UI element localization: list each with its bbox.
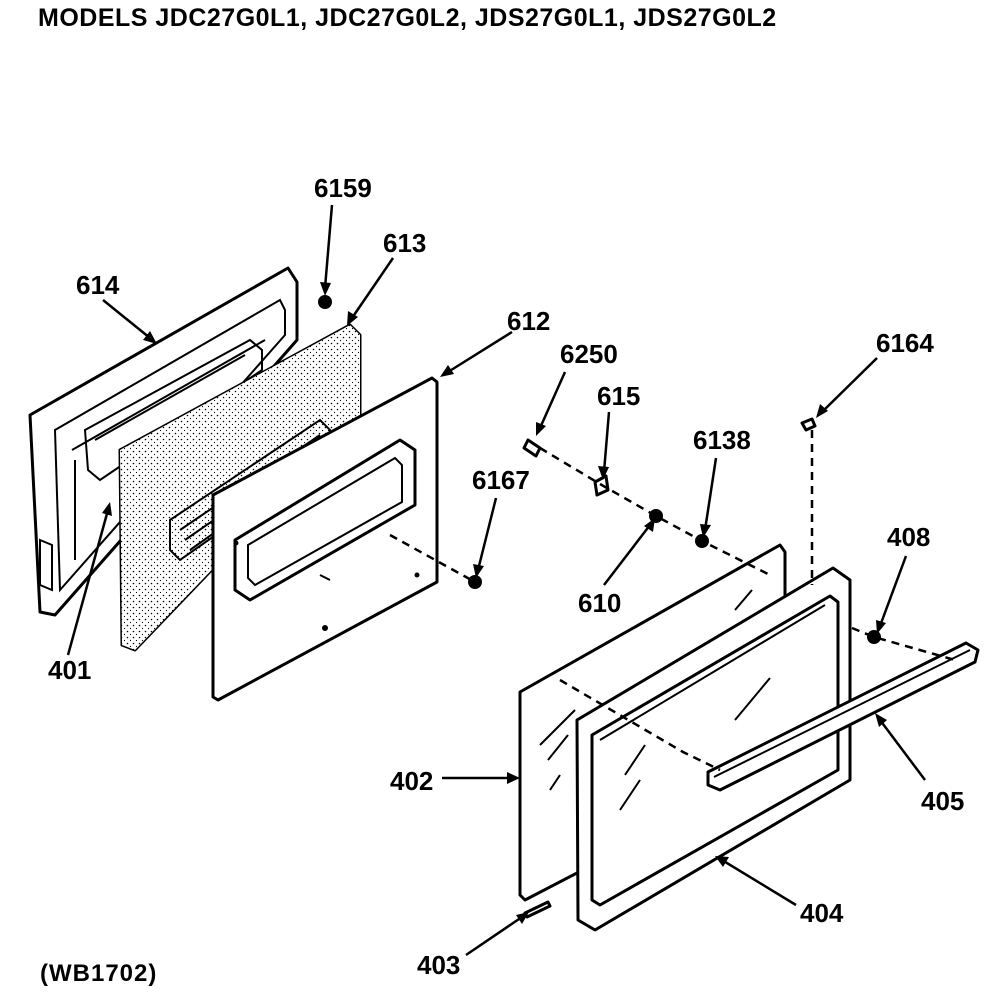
assembly-line <box>539 446 771 577</box>
assembly-line <box>389 533 476 584</box>
callout-6250: 6250 <box>560 339 618 369</box>
callout-403: 403 <box>417 950 460 980</box>
callout-6164: 6164 <box>876 328 934 358</box>
callout-612: 612 <box>507 306 550 336</box>
callout-6159: 6159 <box>314 173 372 203</box>
callout-615: 615 <box>597 381 640 411</box>
callout-6167: 6167 <box>472 465 530 495</box>
callout-405: 405 <box>921 786 964 816</box>
assembly-line <box>851 626 956 662</box>
diagram-title: MODELS JDC27G0L1, JDC27G0L2, JDS27G0L1, … <box>38 4 777 32</box>
callout-401: 401 <box>48 655 91 685</box>
part-6164-screw <box>800 417 817 432</box>
callout-6138: 6138 <box>693 425 751 455</box>
part-6167-screw <box>468 575 482 589</box>
callout-613: 613 <box>383 228 426 258</box>
part-408-screw <box>867 630 881 644</box>
part-401-gasket <box>83 338 263 482</box>
callout-408: 408 <box>887 522 930 552</box>
part-404-outer-frame <box>575 566 852 932</box>
diagram-code: (WB1702) <box>40 960 158 987</box>
part-6250-screw <box>522 438 542 458</box>
leader-lines <box>66 204 926 957</box>
part-612-inner-panel <box>211 376 439 702</box>
callout-402: 402 <box>390 766 433 796</box>
part-6159-screw <box>318 295 332 309</box>
callout-404: 404 <box>800 898 844 928</box>
assembly-line <box>559 678 721 772</box>
callout-614: 614 <box>76 270 120 300</box>
part-610-spacer <box>649 509 663 523</box>
part-405-handle <box>706 641 980 792</box>
part-403-trim <box>523 900 552 919</box>
callout-610: 610 <box>578 588 621 618</box>
